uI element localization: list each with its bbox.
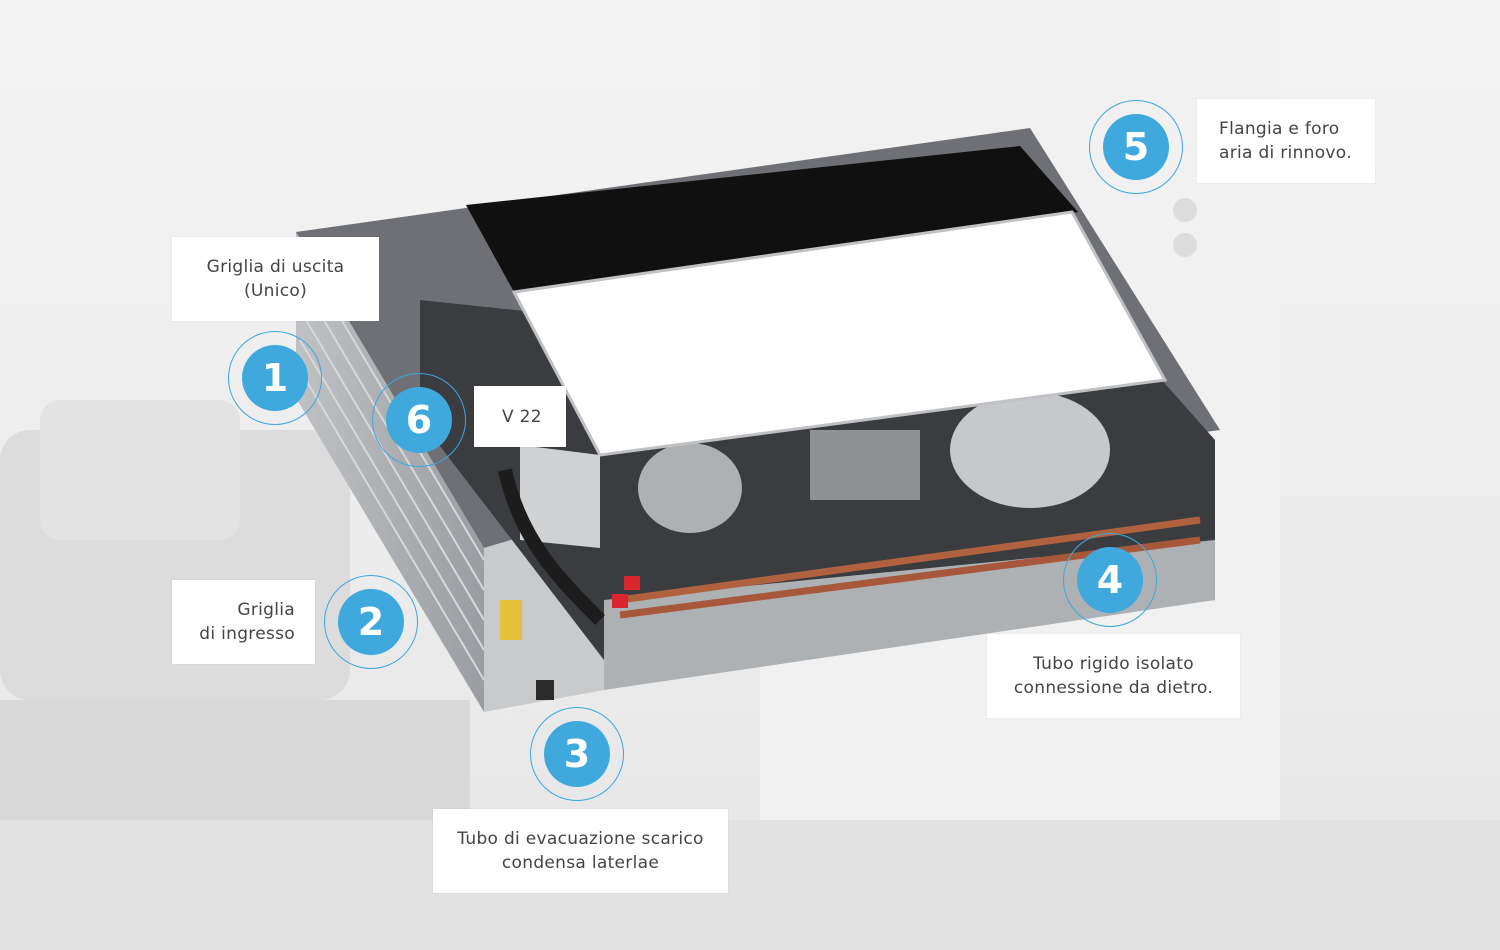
hotspot-5-number: 5 — [1103, 114, 1169, 180]
hotspot-3-number: 3 — [544, 721, 610, 787]
label-inlet-grille: Griglia di ingresso — [172, 580, 315, 664]
hotspot-3[interactable]: 3 — [530, 707, 624, 801]
hotspot-1-number: 1 — [242, 345, 308, 411]
label-condensate-drain-line-1: Tubo di evacuazione scarico — [457, 829, 704, 849]
label-condensate-drain: Tubo di evacuazione scarico condensa lat… — [433, 809, 728, 893]
label-condensate-drain-line-2: condensa laterlae — [501, 853, 660, 873]
label-valve: V 22 — [474, 386, 566, 447]
label-outlet-grille: Griglia di uscita (Unico) — [172, 237, 379, 321]
label-fresh-air-flange-line-2: aria di rinnovo. — [1219, 143, 1352, 163]
hotspot-6[interactable]: 6 — [372, 373, 466, 467]
label-inlet-grille-line-1: Griglia — [237, 600, 295, 620]
label-rigid-pipe-line-1: Tubo rigido isolato — [1033, 654, 1194, 674]
label-valve-line-1: V 22 — [502, 406, 542, 427]
label-rigid-pipe: Tubo rigido isolato connessione da dietr… — [987, 634, 1240, 718]
hotspot-6-number: 6 — [386, 387, 452, 453]
hotspot-1[interactable]: 1 — [228, 331, 322, 425]
hotspot-4-number: 4 — [1077, 547, 1143, 613]
label-fresh-air-flange: Flangia e foro aria di rinnovo. — [1197, 99, 1375, 183]
hotspot-5[interactable]: 5 — [1089, 100, 1183, 194]
label-fresh-air-flange-line-1: Flangia e foro — [1219, 119, 1340, 139]
hotspot-2-number: 2 — [338, 589, 404, 655]
label-inlet-grille-line-2: di ingresso — [199, 624, 295, 644]
hotspot-4[interactable]: 4 — [1063, 533, 1157, 627]
label-rigid-pipe-line-2: connessione da dietro. — [1013, 678, 1214, 698]
label-outlet-grille-line-2: (Unico) — [243, 281, 308, 301]
hotspot-2[interactable]: 2 — [324, 575, 418, 669]
label-outlet-grille-line-1: Griglia di uscita — [206, 257, 345, 277]
